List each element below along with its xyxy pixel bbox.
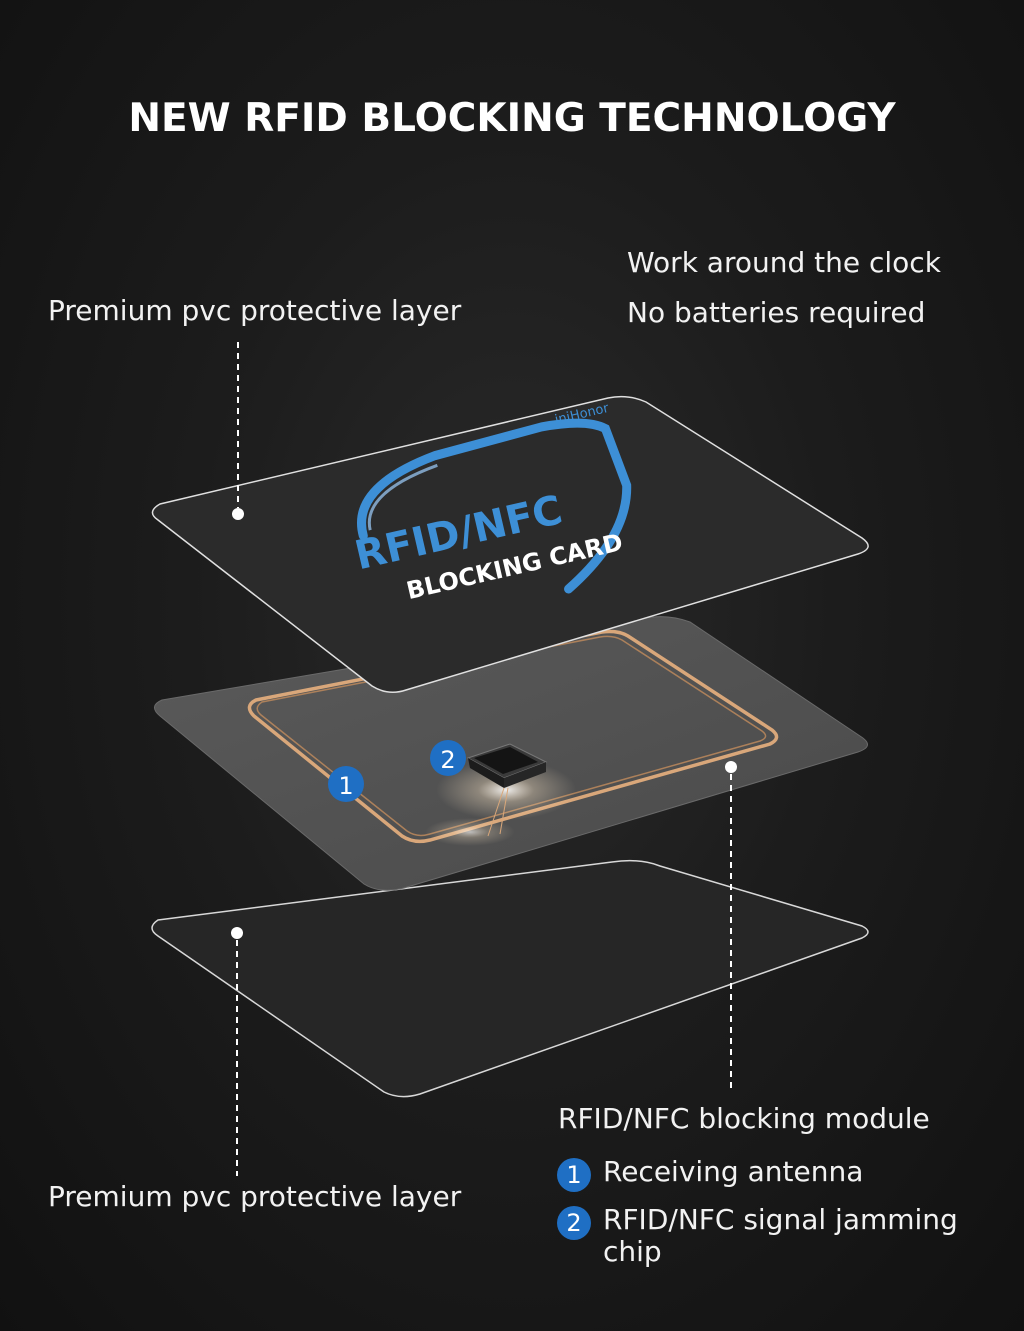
feature-around-clock: Work around the clock [627, 246, 941, 279]
legend-text: RFID/NFC signal jamming chip [603, 1203, 958, 1268]
legend-badge: 2 [557, 1206, 591, 1240]
feature-no-batteries: No batteries required [627, 296, 926, 329]
top-pvc-layer [151, 395, 869, 693]
antenna-marker-number: 1 [338, 772, 353, 800]
page-title: NEW RFID BLOCKING TECHNOLOGY [128, 96, 896, 141]
antenna-coil [247, 629, 779, 844]
legend-item-antenna: 1 Receiving antenna [557, 1156, 997, 1192]
chip-marker: 2 [430, 740, 466, 776]
antenna-marker: 1 [328, 766, 364, 802]
legend-item-chip: 2 RFID/NFC signal jamming chip [557, 1204, 997, 1268]
bottom-pvc-layer [151, 859, 869, 1098]
module-label: RFID/NFC blocking module [558, 1102, 930, 1135]
bottom-layer-label: Premium pvc protective layer [48, 1180, 462, 1213]
legend-badge: 1 [557, 1158, 591, 1192]
jamming-chip [466, 743, 548, 837]
legend-text: Receiving antenna [603, 1155, 864, 1188]
top-layer-label: Premium pvc protective layer [48, 294, 462, 327]
chip-marker-number: 2 [440, 746, 455, 774]
